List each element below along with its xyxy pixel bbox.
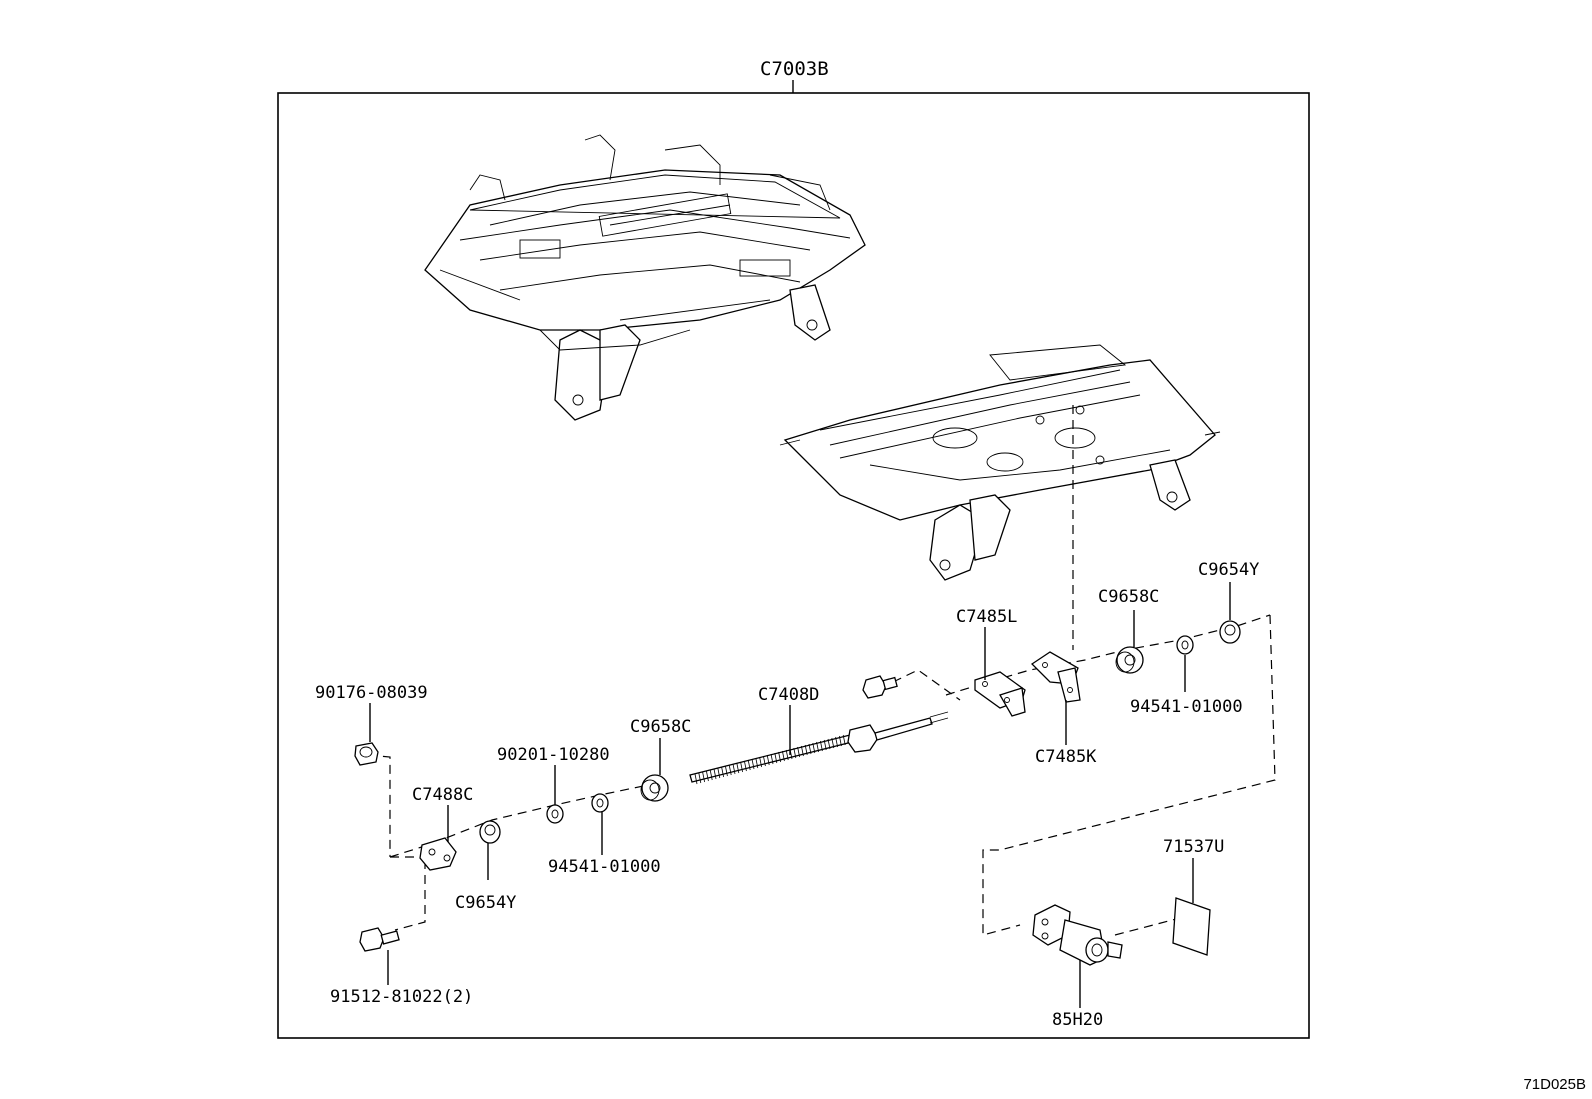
- label-c7485k[interactable]: C7485K: [1035, 747, 1097, 767]
- thread-mark: [812, 742, 816, 754]
- thread-mark: [759, 756, 762, 768]
- thread-mark: [770, 753, 774, 765]
- thread-mark: [732, 763, 736, 775]
- thread-mark: [736, 762, 740, 774]
- part-c9654y-bushing-right[interactable]: [1219, 620, 1241, 644]
- label-c9658c-right[interactable]: C9658C: [1098, 587, 1159, 607]
- label-94541-01000-right[interactable]: 94541-01000: [1130, 697, 1243, 717]
- thread-mark: [820, 740, 823, 752]
- thread-mark: [763, 755, 766, 767]
- thread-mark: [816, 741, 819, 753]
- thread-mark: [721, 766, 724, 778]
- label-c7488c[interactable]: C7488C: [412, 785, 473, 805]
- part-c9658c-bushing-right[interactable]: [1115, 646, 1144, 674]
- thread-mark: [740, 761, 743, 773]
- label-90176-08039[interactable]: 90176-08039: [315, 683, 428, 703]
- thread-mark: [766, 754, 770, 766]
- thread-mark: [797, 746, 800, 758]
- thread-mark: [698, 772, 702, 784]
- thread-mark: [706, 770, 709, 782]
- label-c7408d[interactable]: C7408D: [758, 685, 819, 705]
- seat-track-frame-lower: [779, 344, 1221, 581]
- label-c9658c-left[interactable]: C9658C: [630, 717, 691, 737]
- label-71537u[interactable]: 71537U: [1163, 837, 1224, 857]
- part-c7488c-plate[interactable]: [419, 837, 457, 871]
- thread-mark: [839, 735, 842, 747]
- thread-mark: [782, 750, 785, 762]
- thread-mark: [808, 743, 812, 755]
- label-94541-01000-left[interactable]: 94541-01000: [548, 857, 661, 877]
- label-91512-81022[interactable]: 91512-81022(2): [330, 987, 473, 1007]
- part-90201-10280-washer[interactable]: [546, 804, 564, 824]
- thread-mark: [728, 764, 732, 776]
- part-91512-81022-bolt[interactable]: [359, 927, 400, 952]
- label-c9654y-right[interactable]: C9654Y: [1198, 560, 1259, 580]
- part-94541-01000-washer-left[interactable]: [591, 793, 609, 813]
- thread-mark: [785, 749, 789, 761]
- thread-mark: [755, 757, 759, 769]
- part-c7485k-bracket[interactable]: [1030, 651, 1081, 703]
- thread-mark: [725, 765, 728, 777]
- part-90176-08039-nut[interactable]: [354, 742, 379, 766]
- part-c7485l-bracket[interactable]: [974, 671, 1026, 717]
- label-c9654y-left[interactable]: C9654Y: [455, 893, 516, 913]
- label-c7003b[interactable]: C7003B: [760, 58, 829, 80]
- thread-mark: [778, 751, 781, 763]
- part-94541-01000-washer-right[interactable]: [1176, 635, 1194, 655]
- part-85h20-motor[interactable]: [1032, 904, 1123, 966]
- thread-mark: [694, 773, 698, 785]
- part-c9654y-bushing-left[interactable]: [479, 820, 501, 844]
- thread-mark: [801, 745, 804, 757]
- thread-mark: [713, 768, 717, 780]
- thread-mark: [823, 739, 827, 751]
- thread-mark: [793, 747, 797, 759]
- thread-mark: [804, 744, 808, 756]
- assembly-frame: [277, 92, 1310, 1039]
- thread-mark: [835, 736, 838, 748]
- thread-mark: [842, 734, 846, 746]
- thread-mark: [751, 758, 755, 770]
- label-c7485l[interactable]: C7485L: [956, 607, 1017, 627]
- part-c7408d-screw-shaft[interactable]: [689, 711, 949, 785]
- thread-mark: [744, 760, 747, 772]
- diagram-code: 71D025B: [1523, 1076, 1586, 1093]
- part-c9658c-bushing-left[interactable]: [640, 774, 669, 802]
- thread-mark: [747, 759, 751, 771]
- part-71537u-label-sheet[interactable]: [1172, 897, 1211, 956]
- thread-mark: [709, 769, 713, 781]
- thread-mark: [717, 767, 721, 779]
- thread-mark: [702, 771, 705, 783]
- thread-mark: [827, 738, 831, 750]
- label-90201-10280[interactable]: 90201-10280: [497, 745, 610, 765]
- label-85h20[interactable]: 85H20: [1052, 1010, 1103, 1030]
- thread-mark: [774, 752, 778, 764]
- thread-mark: [831, 737, 835, 749]
- part-bracket-bolt[interactable]: [862, 675, 898, 699]
- seat-adjuster-frame-upper: [424, 134, 866, 421]
